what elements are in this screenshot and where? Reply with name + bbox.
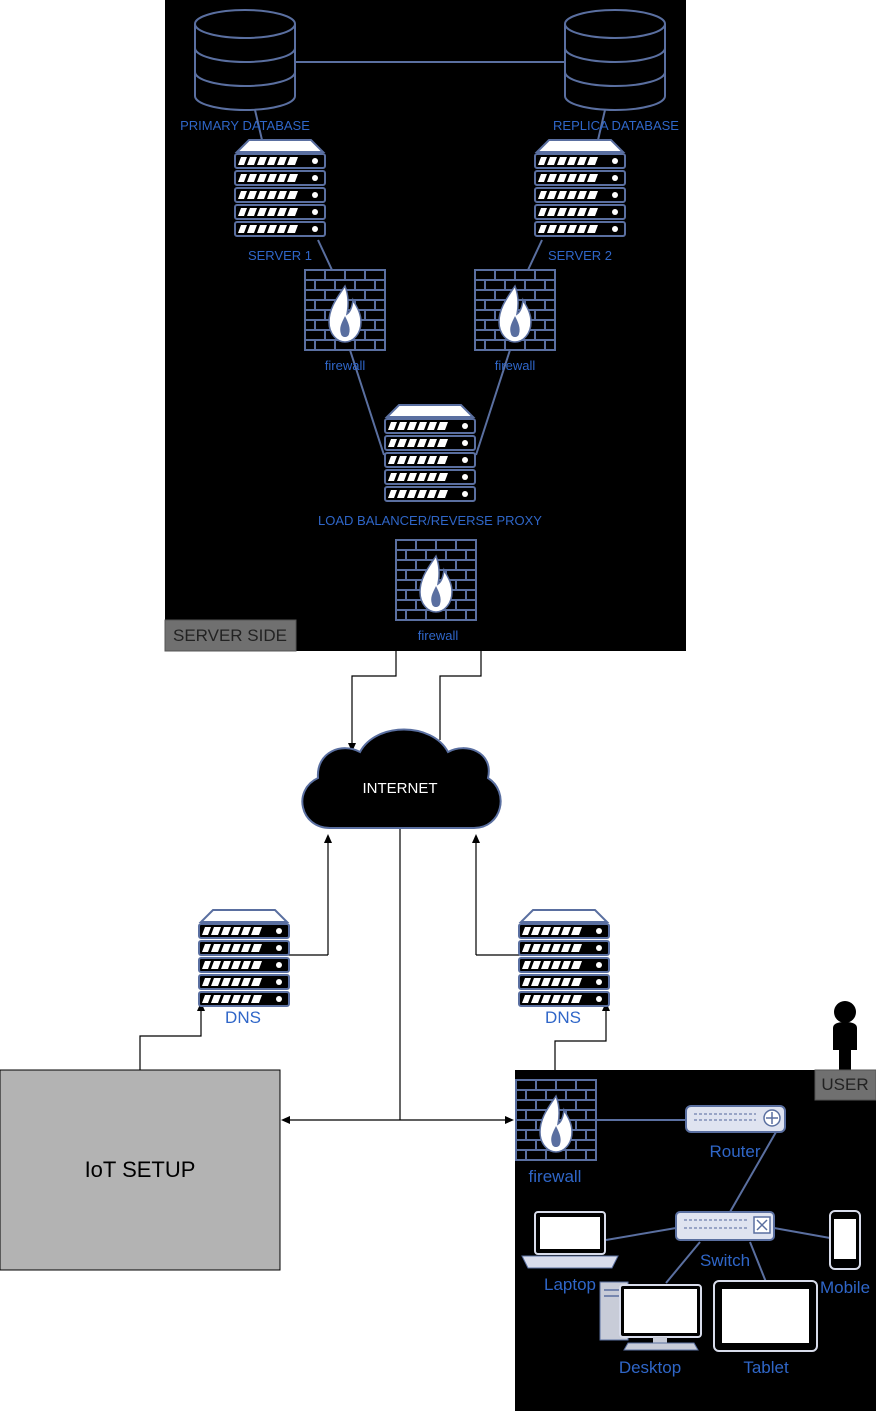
user-label: USER xyxy=(821,1075,868,1094)
firewall-right-label: firewall xyxy=(495,358,536,373)
switch-icon xyxy=(675,1211,775,1241)
firewall-left-label: firewall xyxy=(325,358,366,373)
laptop-label: Laptop xyxy=(544,1275,596,1294)
mobile-icon xyxy=(829,1210,861,1270)
router-icon xyxy=(685,1105,786,1133)
load-balancer-label: LOAD BALANCER/REVERSE PROXY xyxy=(318,513,542,528)
laptop-icon xyxy=(521,1211,619,1269)
dns-left-label: DNS xyxy=(225,1008,261,1027)
primary-database-label: PRIMARY DATABASE xyxy=(180,118,310,133)
primary-database-icon xyxy=(194,9,296,111)
server1-icon xyxy=(235,140,325,236)
user-person-icon xyxy=(833,1001,857,1070)
switch-label: Switch xyxy=(700,1251,750,1270)
firewall-bottom-icon xyxy=(395,539,477,621)
iot-setup-label: IoT SETUP xyxy=(85,1157,196,1182)
firewall-left-icon xyxy=(304,269,386,351)
server1-label: SERVER 1 xyxy=(248,248,312,263)
user-connectors xyxy=(596,1119,831,1284)
firewall-bottom-label: firewall xyxy=(418,628,459,643)
dns-left-icon xyxy=(199,910,289,1006)
desktop-icon xyxy=(599,1281,702,1351)
user-label-box xyxy=(814,1069,876,1101)
desktop-label: Desktop xyxy=(619,1358,681,1377)
user-firewall-label: firewall xyxy=(529,1167,582,1186)
internet-cloud-icon xyxy=(301,728,502,829)
firewall-right-icon xyxy=(474,269,556,351)
server-side-label: SERVER SIDE xyxy=(173,626,287,645)
replica-database-icon xyxy=(564,9,666,111)
tablet-icon xyxy=(713,1280,818,1352)
server-side-label-box xyxy=(164,619,297,652)
dns-right-icon xyxy=(519,910,609,1006)
server2-label: SERVER 2 xyxy=(548,248,612,263)
tablet-label: Tablet xyxy=(743,1358,789,1377)
user-firewall-icon xyxy=(515,1079,597,1161)
mobile-label: Mobile xyxy=(820,1278,870,1297)
internet-label: INTERNET xyxy=(363,780,438,797)
load-balancer-icon xyxy=(385,405,475,501)
replica-database-label: REPLICA DATABASE xyxy=(553,118,679,133)
dns-right-label: DNS xyxy=(545,1008,581,1027)
router-label: Router xyxy=(709,1142,760,1161)
iot-setup-box xyxy=(0,1069,281,1271)
server-connectors xyxy=(254,61,606,456)
server2-icon xyxy=(535,140,625,236)
network-connectors xyxy=(139,651,607,1121)
